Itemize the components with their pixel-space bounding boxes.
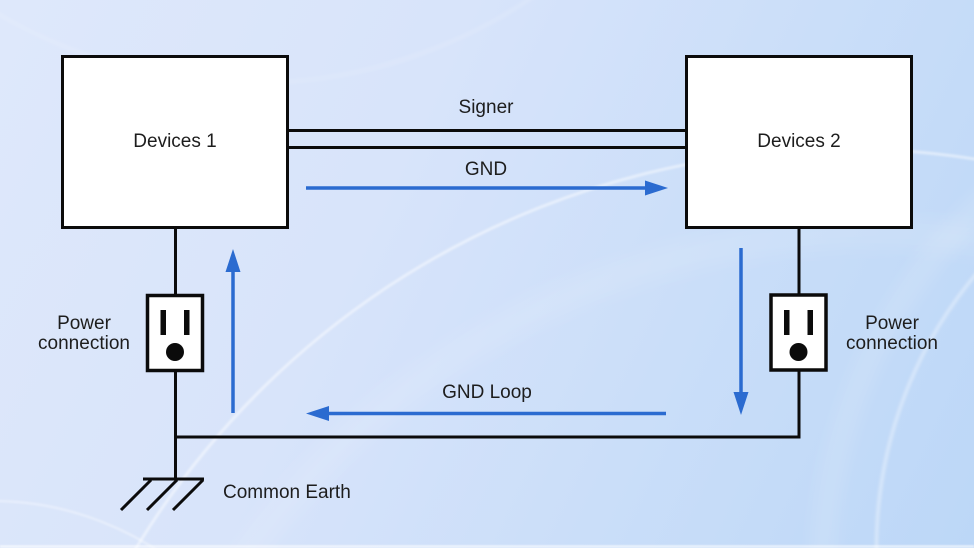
loop-arrow-down [733, 248, 749, 415]
earth-symbol-slash-2 [145, 478, 179, 512]
power-connection-label-right: Power connection [846, 313, 938, 354]
earth-symbol-slash-3 [171, 478, 205, 512]
gnd-loop-arrow-head [306, 406, 329, 421]
common-earth-label: Common Earth [223, 482, 351, 503]
device1-box: Devices 1 [61, 55, 289, 229]
gnd-label: GND [464, 159, 508, 180]
gnd-arrow-head [645, 180, 668, 196]
earth-symbol-icon [119, 477, 205, 512]
gnd-loop-arrow-left [306, 406, 666, 421]
earth-symbol-slash-1 [119, 478, 153, 512]
outlet-left-slot-1 [160, 310, 166, 335]
power-connection-label-left: Power connection [38, 313, 130, 354]
down-arrow-head [733, 392, 749, 415]
outlet-right-slot-1 [784, 310, 790, 335]
outlet-right-ground-hole [789, 343, 808, 361]
device1-label: Devices 1 [133, 131, 217, 152]
signal-label: Signer [458, 97, 514, 118]
outlet-left-ground-hole [166, 343, 184, 361]
loop-arrow-up [225, 249, 241, 413]
device2-box: Devices 2 [685, 55, 913, 229]
power-outlet-right-icon [769, 293, 828, 372]
up-arrow-head [225, 249, 241, 272]
power-outlet-left-icon [145, 293, 205, 373]
gnd-loop-label: GND Loop [442, 382, 532, 403]
background-bottom-highlight [0, 545, 974, 548]
device2-label: Devices 2 [757, 131, 841, 152]
outlet-left-slot-2 [184, 310, 190, 335]
gnd-current-arrow-right [306, 180, 668, 196]
outlet-right-slot-2 [807, 310, 813, 335]
